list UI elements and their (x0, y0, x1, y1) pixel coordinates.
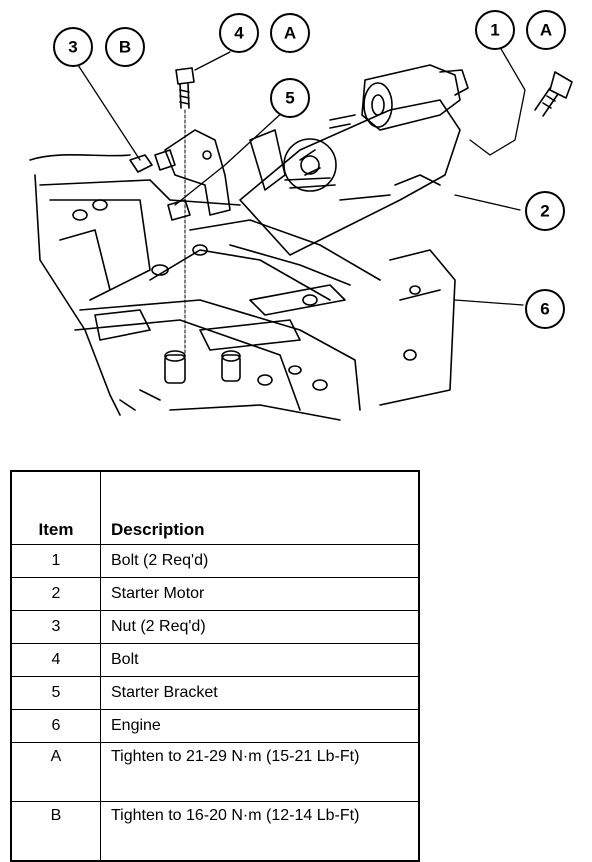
callout-4: 4 (234, 24, 244, 43)
row-description: Tighten to 16-20 N·m (12-14 Lb-Ft) (100, 801, 420, 862)
table-row: B Tighten to 16-20 N·m (12-14 Lb-Ft) (10, 801, 420, 862)
row-description: Nut (2 Req'd) (100, 610, 420, 644)
callout-5: 5 (285, 89, 294, 108)
callout-circle-6 (525, 289, 565, 329)
row-description: Bolt (2 Req'd) (100, 544, 420, 578)
starter-motor (239, 64, 469, 256)
row-item: 6 (10, 709, 101, 743)
callout-circle-4 (219, 13, 259, 53)
callout-1: 1 (490, 21, 499, 40)
header-item: Item (10, 470, 101, 545)
callout-B: B (119, 38, 131, 57)
starter-bracket (154, 129, 286, 221)
row-item: A (10, 742, 101, 802)
header-description: Description (100, 470, 420, 545)
legend-table: Item Description 1 Bolt (2 Req'd) 2 Star… (10, 470, 420, 862)
bolt-item-1 (534, 71, 573, 117)
starter-installation-diagram: 3 B 4 A 1 A 5 2 6 (29, 10, 573, 421)
callout-circle-5 (270, 78, 310, 118)
table-row: 2 Starter Motor (10, 577, 420, 611)
row-item: 3 (10, 610, 101, 644)
table-row: A Tighten to 21-29 N·m (15-21 Lb-Ft) (10, 742, 420, 802)
row-description: Tighten to 21-29 N·m (15-21 Lb-Ft) (100, 742, 420, 802)
engine-block (29, 153, 456, 421)
callout-circle-2 (525, 191, 565, 231)
row-item: 2 (10, 577, 101, 611)
callout-circle-B (105, 27, 145, 67)
nut-item-3 (129, 154, 153, 173)
row-description: Bolt (100, 643, 420, 677)
legend-header-row: Item Description (10, 470, 420, 545)
row-description: Starter Motor (100, 577, 420, 611)
callout-A-4: A (284, 24, 296, 43)
callout-circle-A-4 (270, 13, 310, 53)
callout-6: 6 (540, 300, 549, 319)
callout-3: 3 (68, 38, 77, 57)
callout-A-1: A (540, 21, 552, 40)
table-row: 1 Bolt (2 Req'd) (10, 544, 420, 578)
callout-2: 2 (540, 202, 549, 221)
row-item: 5 (10, 676, 101, 710)
table-row: 4 Bolt (10, 643, 420, 677)
row-description: Engine (100, 709, 420, 743)
row-item: B (10, 801, 101, 862)
table-row: 3 Nut (2 Req'd) (10, 610, 420, 644)
callout-circle-1 (475, 10, 515, 50)
table-row: 6 Engine (10, 709, 420, 743)
row-item: 4 (10, 643, 101, 677)
row-description: Starter Bracket (100, 676, 420, 710)
callout-circle-A-1 (526, 10, 566, 50)
callout-circle-3 (53, 27, 93, 67)
row-item: 1 (10, 544, 101, 578)
table-row: 5 Starter Bracket (10, 676, 420, 710)
bolt-item-4 (175, 67, 195, 361)
leader-lines (77, 41, 526, 306)
